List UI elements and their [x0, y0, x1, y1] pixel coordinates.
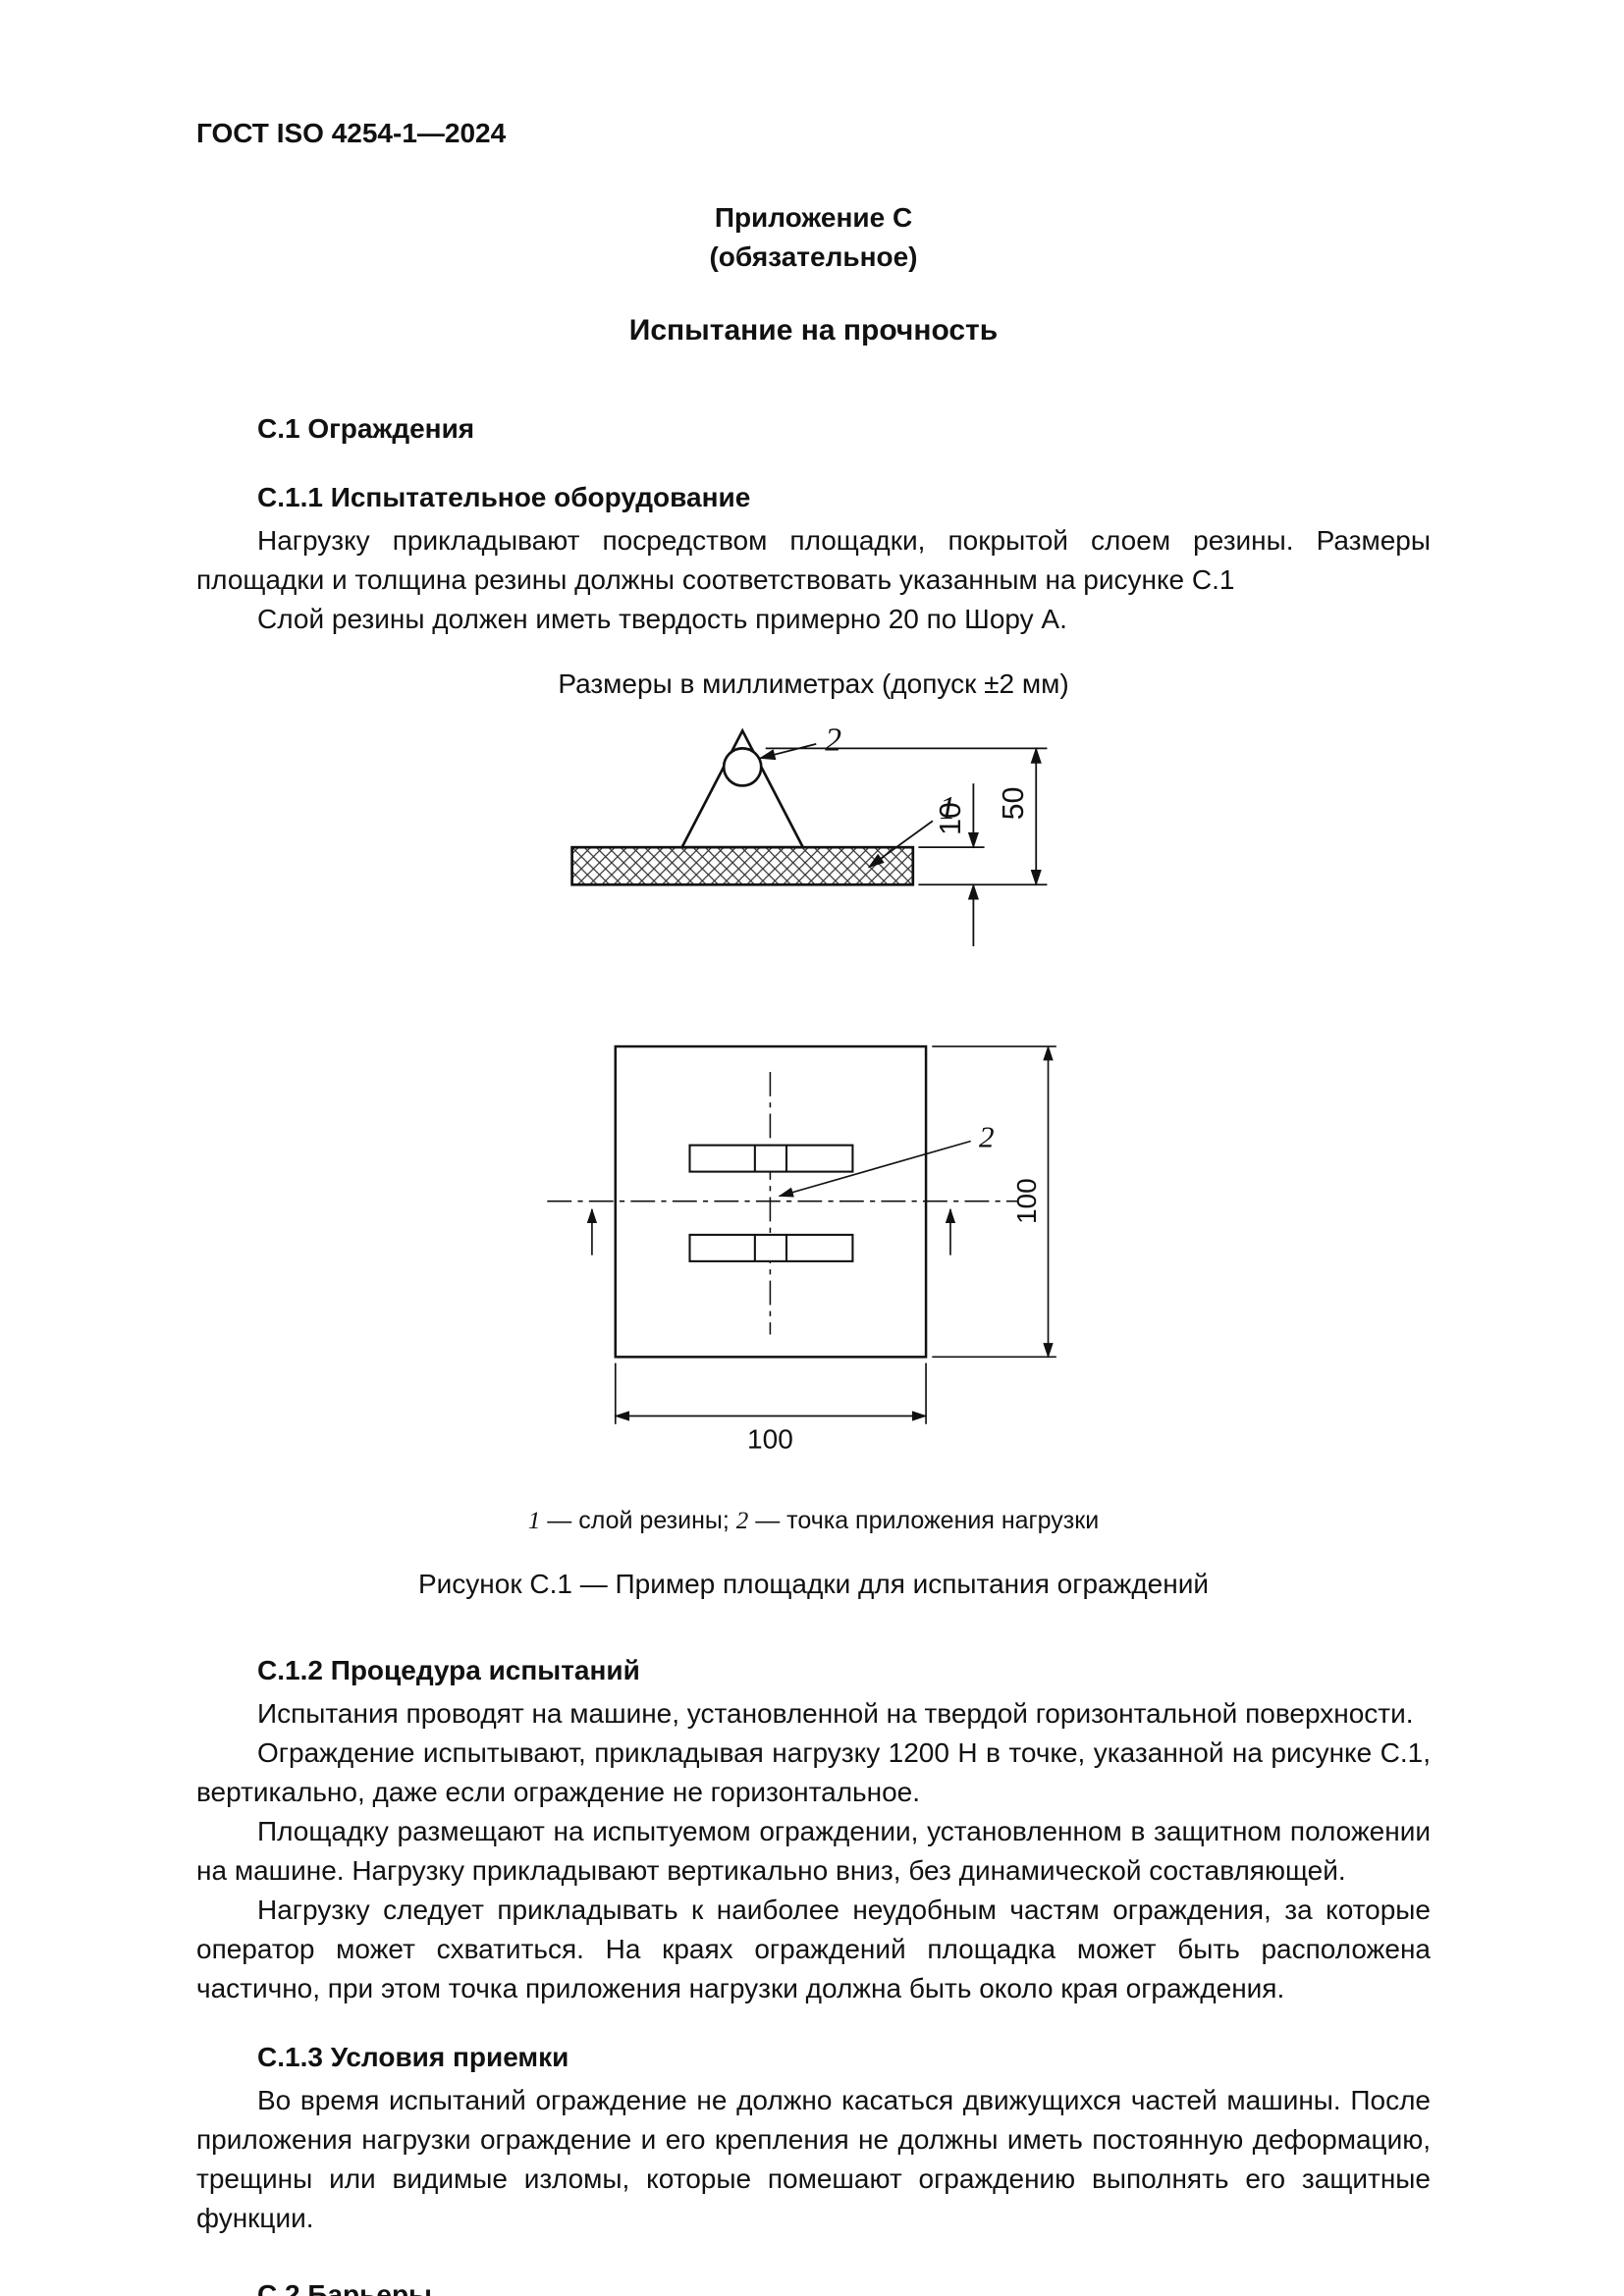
paragraph: Испытания проводят на машине, установлен… [257, 1698, 1414, 1730]
callout-load-point-label: 2 [825, 722, 841, 759]
dimension-10-group: 10 [917, 783, 1047, 947]
figure-c1-side-view-row: 2 1 10 50 [196, 718, 1431, 1003]
figure-c1-plan-view: 2 100 100 [546, 1044, 1056, 1454]
paragraph: Слой резины должен иметь твердость приме… [257, 604, 1067, 635]
rubber-layer [569, 845, 914, 886]
figure-c1-side-view: 2 1 10 50 [569, 722, 1047, 947]
callout-load-point-plan-label: 2 [979, 1120, 995, 1154]
callout-load-point-group-plan: 2 [777, 1120, 995, 1198]
leader-line-rubber [867, 820, 933, 869]
annex-title: Приложение С [714, 202, 913, 234]
leader-line-load-point [758, 743, 816, 761]
load-point-hole [722, 747, 763, 787]
callout-load-point-group: 2 [758, 722, 841, 761]
paragraph: Нагрузку прикладывают посредством площад… [196, 525, 1431, 596]
legend-ref-2: 2 [735, 1508, 749, 1535]
figure-legend: 1 — слой резины; 2 — точка приложения на… [196, 1504, 1431, 1539]
dim-100-vertical-label: 100 [1011, 1179, 1042, 1225]
paragraph: Нагрузку следует прикладывать к наиболее… [196, 1895, 1431, 2004]
slot-lower-rect [687, 1234, 853, 1263]
slot-lower [687, 1234, 853, 1263]
doc-code: ГОСТ ISO 4254-1—2024 [196, 118, 507, 148]
dim-50-label: 50 [997, 787, 1029, 821]
callout-rubber-group: 1 [867, 790, 955, 869]
figure-caption: Рисунок С.1 — Пример площадки для испыта… [417, 1568, 1209, 1599]
leader-line-load-point-plan [777, 1140, 971, 1198]
section-c1-title: С.1 Ограждения [257, 412, 475, 444]
annex-heading: Испытание на прочность [628, 314, 999, 347]
dimension-100-horizontal-group: 100 [613, 1362, 927, 1454]
annex-status: (обязательное) [709, 241, 918, 273]
paragraph: Во время испытаний ограждение не должно … [196, 2085, 1431, 2234]
slot-upper [687, 1144, 853, 1173]
dim-100-horizontal-label: 100 [747, 1424, 793, 1454]
callout-rubber-label: 1 [939, 790, 955, 827]
dimension-50-group: 50 [765, 747, 1047, 886]
legend-text-2: — точка приложения нагрузки [748, 1507, 1100, 1535]
section-c11-title: С.1.1 Испытательное оборудование [257, 482, 751, 513]
figure-dimension-note: Размеры в миллиметрах (допуск ±2 мм) [558, 668, 1069, 700]
figure-c1-plan-view-row: 2 100 100 [196, 1021, 1431, 1465]
paragraph: Ограждение испытывают, прикладывая нагру… [196, 1737, 1431, 1808]
legend-ref-1: 1 [527, 1508, 541, 1535]
bracket-assembly [569, 727, 914, 886]
dimension-100-vertical-group: 100 [931, 1044, 1056, 1359]
section-c2-title: С.2 Барьеры [257, 2279, 432, 2296]
figure-c1: 2 1 10 50 [196, 718, 1431, 1604]
section-c12-title: С.1.2 Процедура испытаний [257, 1655, 640, 1686]
legend-text-1: — слой резины; [540, 1507, 736, 1535]
slot-upper-rect [687, 1144, 853, 1173]
dim-10-label: 10 [934, 802, 966, 835]
direction-arrows [586, 1207, 955, 1255]
paragraph: Площадку размещают на испытуемом огражде… [196, 1816, 1431, 1887]
section-c13-title: С.1.3 Условия приемки [257, 2042, 569, 2073]
